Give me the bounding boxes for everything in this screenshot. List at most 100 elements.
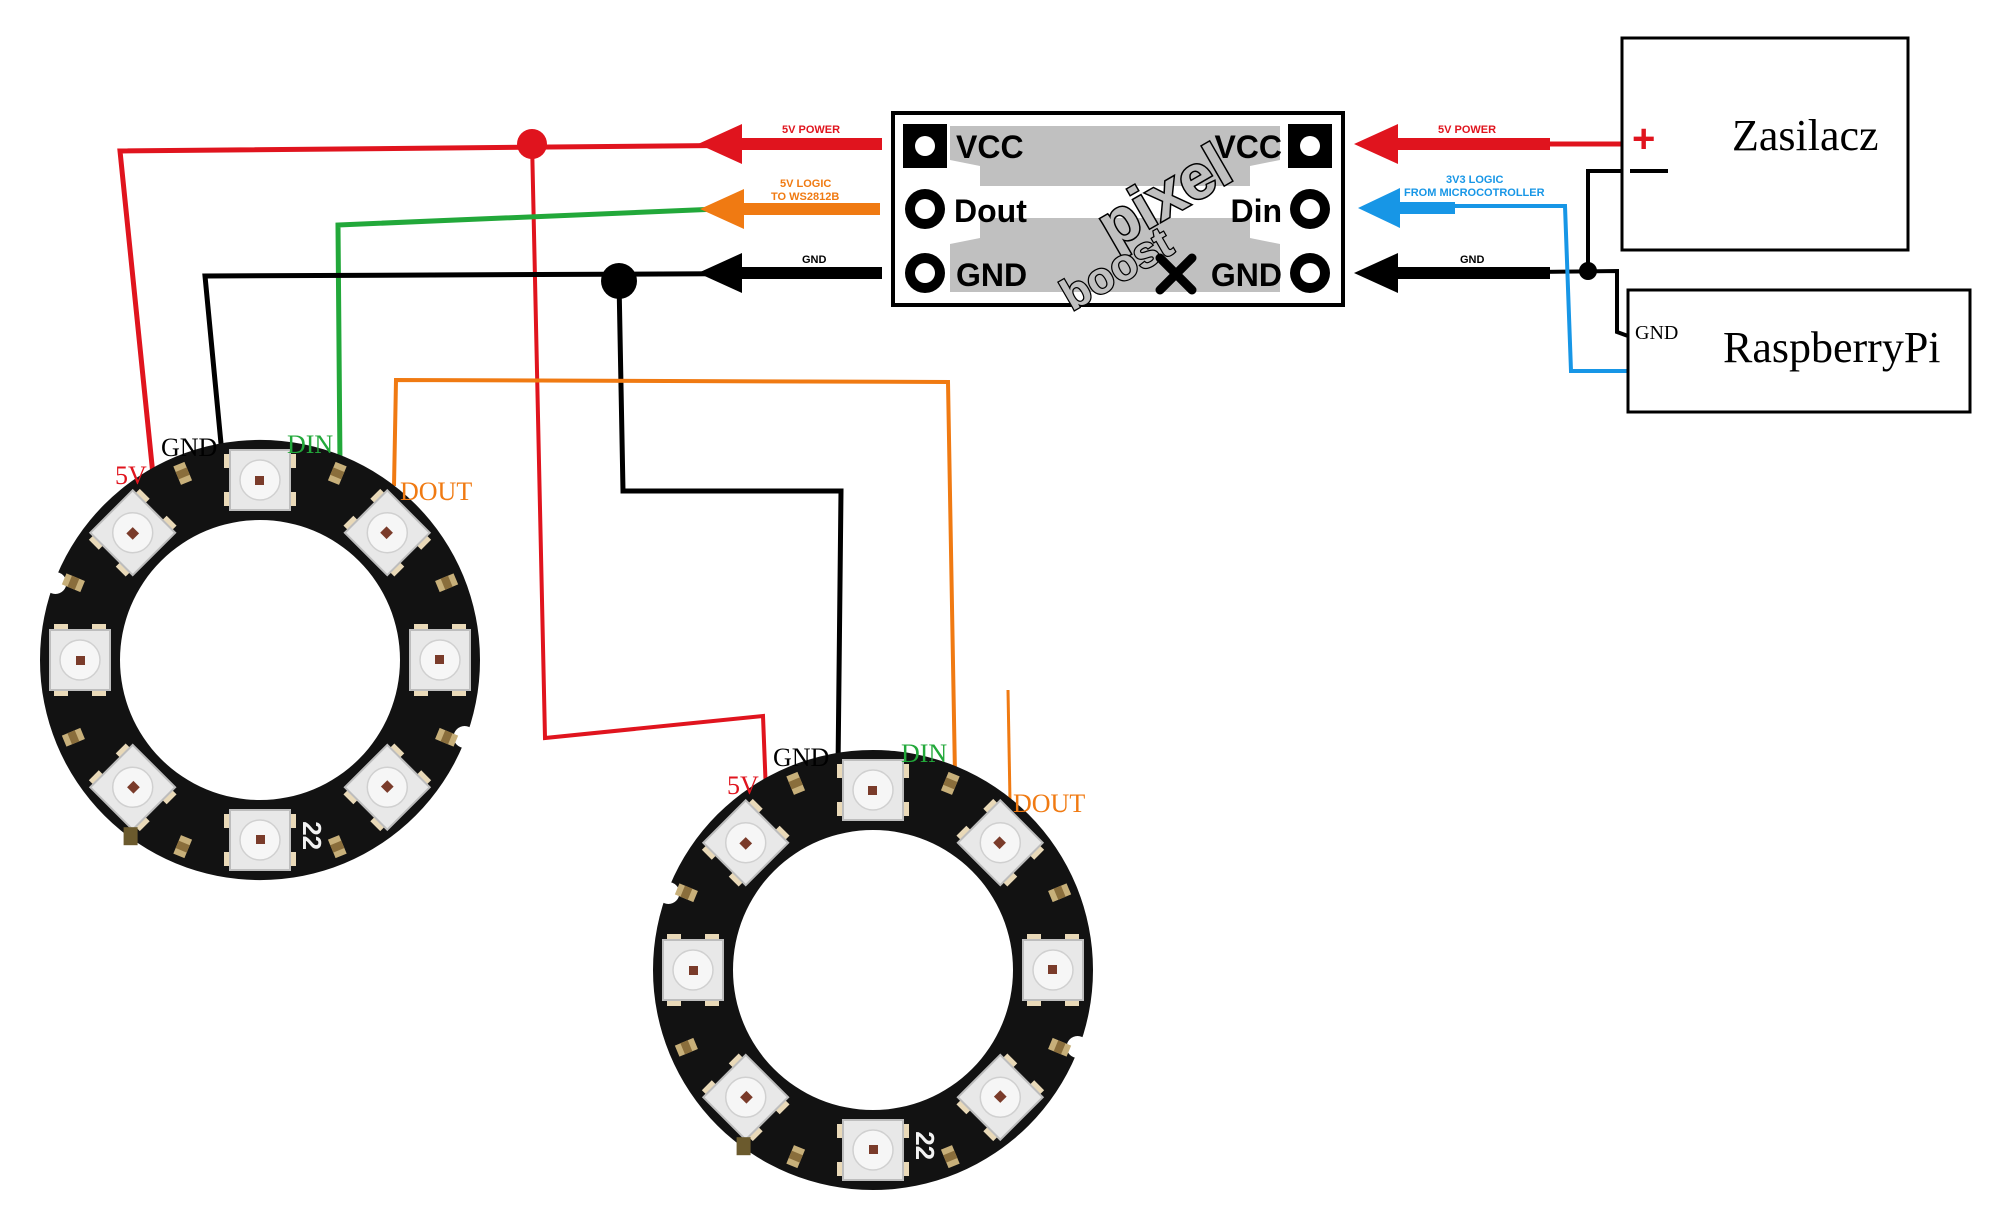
ring-2-led-die [689,966,698,975]
ring-2-label-gnd: GND [773,743,829,772]
pin-label-left-vcc: VCC [956,129,1024,165]
ring-2-capacitor [1048,1037,1072,1057]
board-band-top [950,126,1280,186]
ring-1-label-din: DIN [287,430,333,459]
ring-2-led-pad [1001,1053,1018,1069]
ring-1-capacitor-band [175,467,190,480]
ring-1-label-dout: DOUT [400,477,472,506]
ring-1-led-pad [415,534,432,550]
wire-ring1-dout-to-ring2-din [392,377,957,776]
ring-2-led-pad [747,798,763,815]
ring-2-led-pad [747,1125,763,1142]
ring-2-led-pad [901,802,909,816]
ring-1-bottom-part [123,827,138,846]
ring-1-capacitor [61,727,85,747]
ring-1-capacitor-band [175,840,190,853]
ring-1-led [409,624,471,696]
ring-1-led-pad [224,814,232,828]
ring-2-led-pad [837,1162,845,1176]
ring-1-led-pad [134,815,150,832]
ring-1-led [88,743,177,832]
ring-2-led-pad [901,1124,909,1138]
junction-5v [517,129,547,159]
raspberry-pi-label: RaspberryPi [1723,323,1941,372]
ring-1-led-pad [88,770,105,786]
ring-2-body: 22 [653,750,1093,1190]
label-gnd-right: GND [1460,254,1485,266]
ring-1-led-pad [88,534,105,550]
ring-1-label-gnd: GND [161,433,217,462]
ring-2-led-pad [837,1124,845,1138]
ring-1-capacitor-band [440,575,453,590]
led-ring-2: 22 5V GND DIN DOUT [653,739,1093,1190]
ring-2-capacitor-band [1053,1040,1066,1055]
wire-gnd-to-ring1 [202,270,883,476]
arrow-5v-power-right [1354,124,1550,164]
ring-1-led [343,743,432,832]
pin-label-left-dout: Dout [954,193,1027,229]
ring-1-led-pad [288,814,296,828]
ring-2-label-5v: 5V [727,771,759,800]
ring-1-led-pad [343,515,359,532]
ring-2-capacitor-band [788,777,803,790]
ring-2-led [837,1119,909,1181]
ring-1-capacitor [435,573,459,593]
ring-2-led-pad [837,802,845,816]
wires [117,129,1668,802]
ring-1-led-pad [388,561,405,577]
ring-1-led-pad [415,770,432,786]
wire-ring2-dout-stub [1006,689,1012,802]
ring-1-led-pad [115,561,132,577]
ring-1-label-5v: 5V [115,461,147,490]
ring-2-led-pad [956,1098,972,1115]
ring-2-capacitor [674,883,698,903]
ring-2-led-pad [701,1080,718,1096]
ring-2-capacitor-band [1053,885,1066,900]
label-5v-logic-left-1: 5V LOGIC [780,178,831,190]
ring-1-capacitor [327,461,347,485]
ring-1-silkscreen-22: 22 [297,821,327,850]
ring-1-capacitor [61,573,85,593]
ring-1-capacitor-band [330,840,345,853]
ring-1-led-pad [134,488,150,505]
ring-2-silkscreen-22: 22 [910,1131,940,1160]
board-band-bottom [950,218,1280,292]
ring-2-led [837,759,909,821]
ring-1-mount-hole-right [453,726,476,748]
ring-2-capacitor-band [680,885,693,900]
pin-label-right-din: Din [1230,193,1282,229]
ring-2-led-pad [956,825,972,842]
label-3v3-logic-right-2: FROM MICROCOTROLLER [1404,187,1545,199]
ring-1-led-pad [161,788,177,805]
ring-2-bottom-part [736,1137,751,1156]
power-supply-label: Zasilacz [1732,111,1879,160]
ring-1-led-pad [224,852,232,866]
ring-1-led-pad [115,743,132,759]
ring-2-led-pad [983,798,999,815]
ring-1-led [88,488,177,577]
ring-1-led-pad [224,492,232,506]
ring-2-led-pad [774,825,790,842]
pad-right-vcc-hole [1300,136,1320,156]
ring-2-led [956,1053,1045,1142]
ring-2-capacitor [1048,883,1072,903]
ring-2-led-pad [728,871,745,887]
ring-1-led-pad [288,454,296,468]
ring-1-led-pad [161,515,177,532]
ring-1-led-pad [370,488,386,505]
ring-1-led-pad [288,852,296,866]
ring-2-led-pad [1028,844,1045,860]
ring-2-capacitor [674,1037,698,1057]
ring-2-capacitor [940,771,960,795]
ring-2-capacitor-band [943,1150,958,1163]
arrow-5v-power-left [698,124,882,164]
ring-2-led-pad [901,764,909,778]
ring-2-led-pad [1028,1080,1045,1096]
ring-2-led-pad [901,1162,909,1176]
raspberry-pi-gnd: GND [1635,322,1678,344]
x-mark-icon [1155,253,1197,295]
ring-1-led [224,809,296,871]
ring-2-label-dout: DOUT [1013,789,1085,818]
ring-1-led-die [256,835,265,844]
pad-left-gnd-hole [915,263,935,283]
